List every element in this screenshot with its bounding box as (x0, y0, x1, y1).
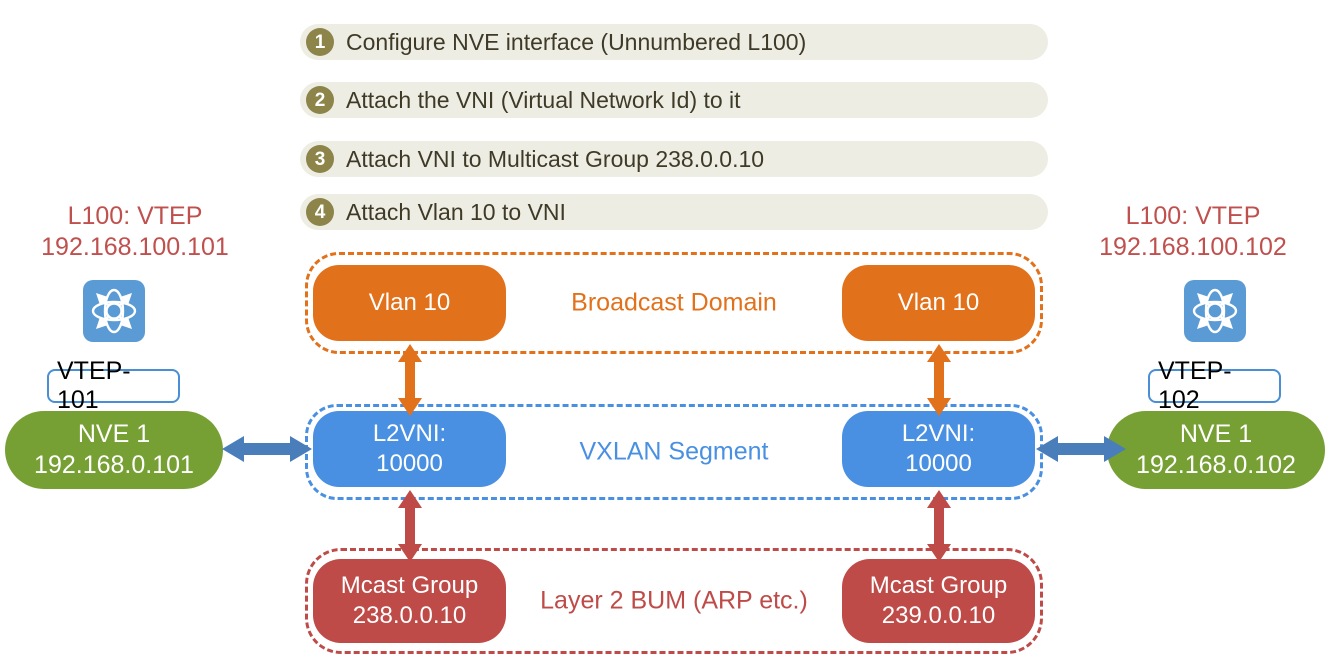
step-label: Attach Vlan 10 to VNI (346, 198, 566, 225)
vxlan-segment-title: VXLAN Segment (579, 437, 769, 466)
left-nve-node: NVE 1 192.168.0.101 (5, 411, 223, 489)
left-vtep-tag: VTEP-101 (47, 357, 180, 414)
step-number-badge: 1 (306, 28, 334, 56)
left-vtep-tag-label: VTEP-101 (57, 357, 131, 414)
step-label: Attach VNI to Multicast Group 238.0.0.10 (346, 145, 765, 172)
step-number-badge: 4 (306, 198, 334, 226)
broadcast-domain-title: Broadcast Domain (571, 288, 777, 317)
left-nve-line1: NVE 1 (77, 420, 151, 448)
left-loopback-line2: 192.168.100.101 (41, 233, 229, 261)
left-mcast-line1: Mcast Group (340, 572, 479, 599)
right-vtep-tag-label: VTEP-102 (1158, 357, 1232, 414)
right-mcast-line1: Mcast Group (869, 572, 1008, 599)
router-icon (1184, 280, 1246, 342)
right-nve-line1: NVE 1 (1179, 420, 1253, 448)
step-row-3: 3 Attach VNI to Multicast Group 238.0.0.… (300, 141, 1048, 177)
left-l2vni-line2: 10000 (376, 450, 443, 477)
right-l2vni-node: L2VNI: 10000 (842, 411, 1035, 487)
left-loopback-line1: L100: VTEP (67, 202, 203, 230)
right-loopback-line1: L100: VTEP (1125, 202, 1261, 230)
left-vlan-to-vni-arrow (396, 344, 424, 416)
step-row-2: 2 Attach the VNI (Virtual Network Id) to… (300, 82, 1048, 118)
left-nve-line2: 192.168.0.101 (34, 451, 194, 479)
right-l2vni-line2: 10000 (905, 450, 972, 477)
step-row-1: 1 Configure NVE interface (Unnumbered L1… (300, 24, 1048, 60)
right-vni-to-mcast-arrow (925, 490, 953, 562)
right-vlan-node: Vlan 10 (842, 265, 1035, 341)
left-vni-to-mcast-arrow (396, 490, 424, 562)
step-row-4: 4 Attach Vlan 10 to VNI (300, 194, 1048, 230)
right-mcast-node: Mcast Group 239.0.0.10 (842, 559, 1035, 643)
router-icon (83, 280, 145, 342)
right-vlan-label: Vlan 10 (897, 289, 980, 316)
mcast-group-container: Layer 2 BUM (ARP etc.) (305, 548, 1043, 654)
left-mcast-node: Mcast Group 238.0.0.10 (313, 559, 506, 643)
step-label: Configure NVE interface (Unnumbered L100… (346, 28, 807, 55)
mcast-group-title: Layer 2 BUM (ARP etc.) (540, 586, 808, 615)
left-vlan-node: Vlan 10 (313, 265, 506, 341)
left-l2vni-node: L2VNI: 10000 (313, 411, 506, 487)
broadcast-domain-container: Broadcast Domain (305, 252, 1043, 354)
right-mcast-line2: 239.0.0.10 (881, 602, 996, 629)
right-vtep-tag: VTEP-102 (1148, 357, 1281, 414)
left-nve-to-vni-arrow (222, 434, 312, 464)
step-number-badge: 3 (306, 145, 334, 173)
left-vlan-label: Vlan 10 (368, 289, 451, 316)
step-label: Attach the VNI (Virtual Network Id) to i… (346, 86, 741, 113)
right-loopback-line2: 192.168.100.102 (1099, 233, 1287, 261)
right-nve-node: NVE 1 192.168.0.102 (1107, 411, 1325, 489)
left-l2vni-line1: L2VNI: (372, 420, 447, 447)
step-number-badge: 2 (306, 86, 334, 114)
right-l2vni-line1: L2VNI: (901, 420, 976, 447)
right-nve-to-vni-arrow (1036, 434, 1126, 464)
right-nve-line2: 192.168.0.102 (1136, 451, 1296, 479)
left-loopback-label: L100: VTEP 192.168.100.101 (0, 201, 270, 263)
right-vlan-to-vni-arrow (925, 344, 953, 416)
left-mcast-line2: 238.0.0.10 (352, 602, 467, 629)
right-loopback-label: L100: VTEP 192.168.100.102 (1058, 201, 1328, 263)
